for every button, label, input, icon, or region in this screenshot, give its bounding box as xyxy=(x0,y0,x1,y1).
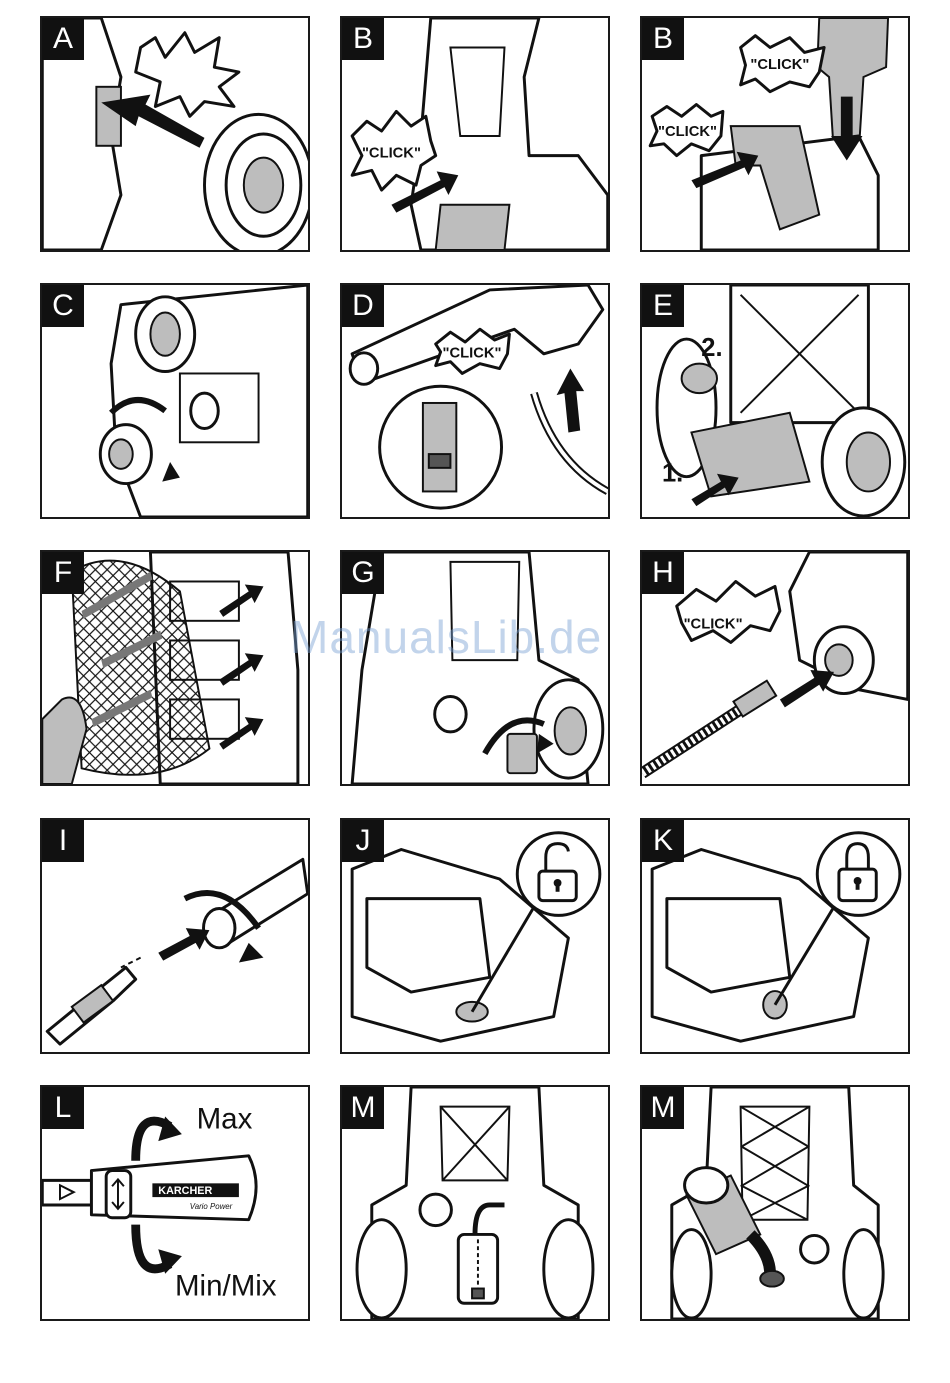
panel-letter: G xyxy=(342,552,384,594)
panel-letter: M xyxy=(342,1087,384,1129)
panel-j: J xyxy=(340,818,610,1054)
up-arrow-icon xyxy=(557,369,585,433)
panel-i: I xyxy=(40,818,310,1054)
panel-m-tank: M xyxy=(640,1085,910,1321)
step-1-label: 1. xyxy=(662,460,683,488)
brand-logo: KARCHER xyxy=(158,1185,212,1197)
panel-b-handle-top: B "CLICK" "CLICK" xyxy=(640,16,910,252)
step-2-label: 2. xyxy=(701,334,722,362)
panel-letter: M xyxy=(642,1087,684,1129)
panel-l: L KARCHER Vario Power Max Min/Mix xyxy=(40,1085,310,1321)
panel-letter: K xyxy=(642,820,684,862)
panel-letter: B xyxy=(642,18,684,60)
min-mix-label: Min/Mix xyxy=(175,1269,277,1302)
panel-k: K xyxy=(640,818,910,1054)
rotate-arrow-icon xyxy=(239,943,264,963)
panel-letter: D xyxy=(342,285,384,327)
panel-letter: F xyxy=(42,552,84,594)
push-arrow-icon xyxy=(158,928,209,960)
click-callout: "CLICK" xyxy=(362,146,421,162)
click-callout: "CLICK" xyxy=(684,617,743,633)
panel-h: H "CLICK" xyxy=(640,550,910,786)
panel-letter: I xyxy=(42,820,84,862)
click-callout: "CLICK" xyxy=(443,346,502,362)
panel-f: F xyxy=(40,550,310,786)
panel-letter: A xyxy=(42,18,84,60)
panel-letter: H xyxy=(642,552,684,594)
panel-b-handle: B "CLICK" xyxy=(340,16,610,252)
panel-d: D "CLICK" xyxy=(340,283,610,519)
panel-m-front: M xyxy=(340,1085,610,1321)
panel-c: C xyxy=(40,283,310,519)
panel-letter: L xyxy=(42,1087,84,1129)
panel-letter: B xyxy=(342,18,384,60)
brand-logo-sub: Vario Power xyxy=(190,1202,233,1211)
panel-letter: C xyxy=(42,285,84,327)
panel-letter: E xyxy=(642,285,684,327)
panel-a: A xyxy=(40,16,310,252)
panel-e: E 2. 1. xyxy=(640,283,910,519)
click-callout-left: "CLICK" xyxy=(658,124,717,140)
click-callout-top: "CLICK" xyxy=(750,57,809,73)
panel-letter: J xyxy=(342,820,384,862)
max-label: Max xyxy=(197,1102,253,1135)
panel-g: G xyxy=(340,550,610,786)
